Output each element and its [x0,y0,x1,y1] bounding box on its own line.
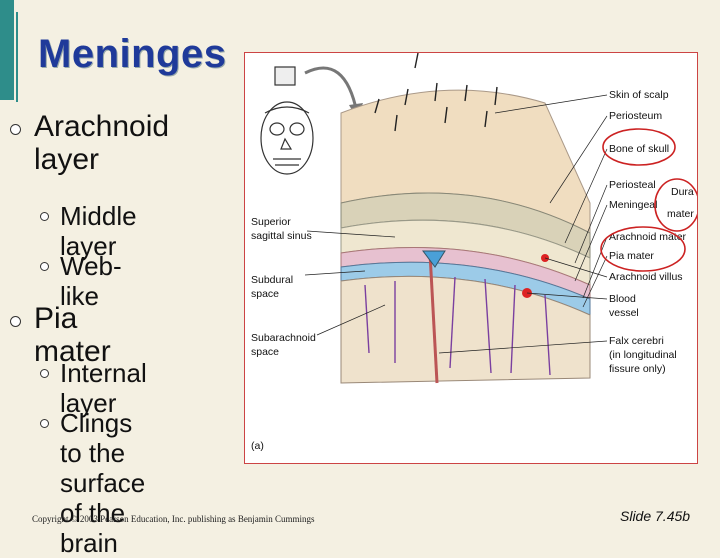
label-skin: Skin of scalp [609,89,669,101]
label-subarachnoid-2: space [251,346,279,358]
label-falx-3: fissure only) [609,363,666,375]
sub-bullet-clings-line1: Clings to the [60,408,145,468]
label-meningeal: Meningeal [609,199,657,211]
skull-sketch-icon [261,67,313,174]
label-subdural-2: space [251,288,279,300]
label-arachnoid: Arachnoid mater [609,231,687,243]
label-falx-1: Falx cerebri [609,335,664,347]
sub-bullet-icon [40,262,49,271]
bullet-arachnoid-line2: layer [34,143,169,176]
meninges-diagram: Superior sagittal sinus Subdural space S… [245,53,697,463]
label-subdural-1: Subdural [251,274,293,286]
label-bone: Bone of skull [609,143,669,155]
slide-title: Meninges [38,32,226,77]
meninges-figure: Superior sagittal sinus Subdural space S… [244,52,698,464]
label-villus: Arachnoid villus [609,271,683,283]
sub-bullet-clings-line3: brain [60,528,145,558]
sub-bullet-icon [40,419,49,428]
label-dura-1: Dura [671,186,694,198]
sub-bullet-icon [40,212,49,221]
label-blood-1: Blood [609,293,636,305]
arrow-icon [305,68,357,113]
bullet-arachnoid-line1: Arachnoid [34,110,169,143]
panel-label: (a) [251,440,264,452]
label-blood-2: vessel [609,307,639,319]
label-periosteal: Periosteal [609,179,656,191]
label-superior-2: sagittal sinus [251,230,312,242]
accent-bar [0,0,14,100]
label-dura-2: mater [667,208,694,220]
copyright-footer: Copyright © 2003 Pearson Education, Inc.… [32,514,315,524]
label-falx-2: (in longitudinal [609,349,677,361]
label-superior-1: Superior [251,216,291,228]
label-periosteum: Periosteum [609,110,662,122]
sub-bullet-clings: Clings to the surface of the brain [60,408,145,558]
bullet-icon [10,316,21,327]
bullet-arachnoid: Arachnoid layer [34,110,169,176]
bullet-icon [10,124,21,135]
label-pia: Pia mater [609,250,654,262]
sub-bullet-icon [40,369,49,378]
tissue-block [341,53,590,383]
slide-number: Slide 7.45b [620,508,690,524]
label-subarachnoid-1: Subarachnoid [251,332,316,344]
